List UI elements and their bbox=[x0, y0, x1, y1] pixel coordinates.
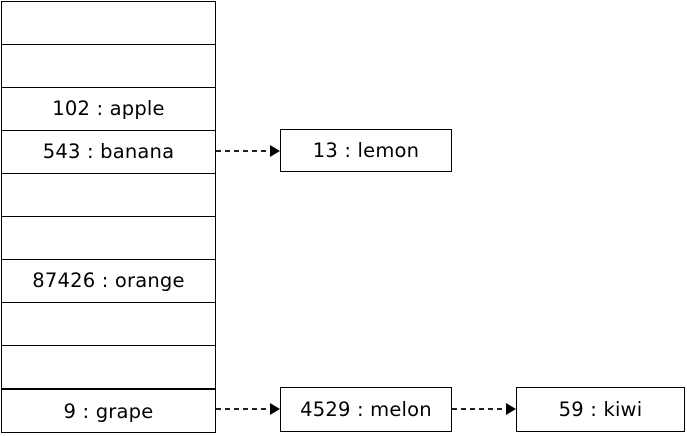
node-box-melon[interactable]: 4529 : melon bbox=[280, 387, 452, 432]
bucket-slot-9[interactable] bbox=[2, 389, 215, 390]
bucket-slot-5[interactable] bbox=[2, 217, 215, 260]
arrowhead-icon bbox=[270, 145, 280, 157]
bucket-slot-0[interactable] bbox=[2, 2, 215, 45]
bucket-slot-7[interactable] bbox=[2, 303, 215, 346]
bucket-slot-6[interactable]: 87426 : orange bbox=[2, 260, 215, 303]
bucket-slot-label: 87426 : orange bbox=[32, 269, 185, 293]
bucket-slot-1[interactable] bbox=[2, 45, 215, 88]
bucket-slot-label: 102 : apple bbox=[52, 97, 165, 121]
connector-banana-to-lemon bbox=[216, 142, 282, 160]
bucket-slot-3[interactable]: 543 : banana bbox=[2, 131, 215, 174]
connector-grape-to-melon bbox=[216, 400, 282, 418]
node-box-lemon[interactable]: 13 : lemon bbox=[280, 129, 452, 172]
bucket-slot-2[interactable]: 102 : apple bbox=[2, 88, 215, 131]
bucket-slot-label: 543 : banana bbox=[42, 140, 175, 164]
bucket-array: 102 : apple 543 : banana 87426 : orange … bbox=[1, 1, 216, 433]
node-box-kiwi[interactable]: 59 : kiwi bbox=[516, 387, 685, 432]
node-label: 59 : kiwi bbox=[558, 397, 643, 421]
bucket-slot-label: 9 : grape bbox=[63, 399, 154, 423]
node-label: 4529 : melon bbox=[300, 397, 432, 421]
arrowhead-icon bbox=[506, 403, 516, 415]
node-label: 13 : lemon bbox=[312, 138, 420, 162]
connector-melon-to-kiwi bbox=[452, 400, 518, 418]
bucket-slot-10[interactable]: 9 : grape bbox=[2, 389, 215, 434]
bucket-slot-4[interactable] bbox=[2, 174, 215, 217]
bucket-slot-8[interactable] bbox=[2, 346, 215, 389]
arrowhead-icon bbox=[270, 403, 280, 415]
